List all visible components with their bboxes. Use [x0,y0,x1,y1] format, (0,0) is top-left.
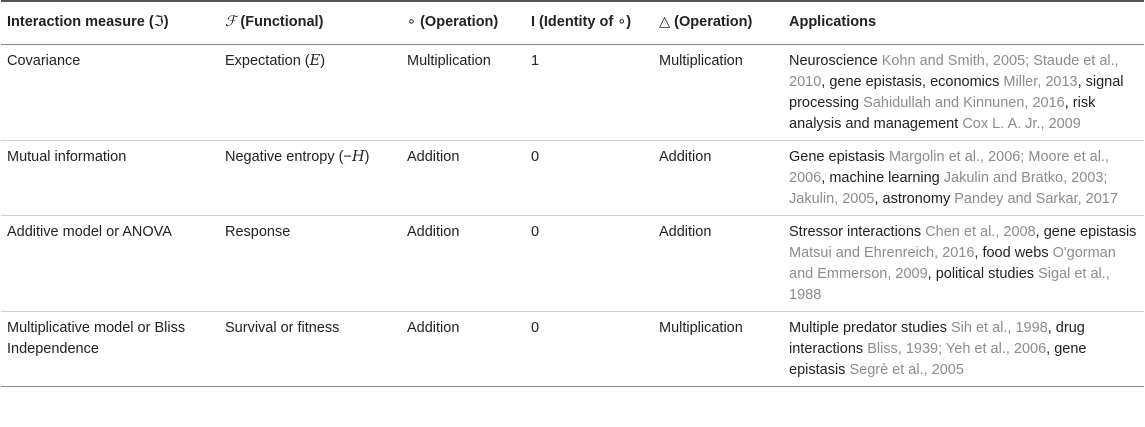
text-fragment: Expectation ( [225,53,310,69]
cell-delta-operation: Multiplication [653,311,783,387]
text-fragment: ) [163,14,169,30]
cell-delta-operation: Addition [653,140,783,216]
header-delta-operation: △ (Operation) [653,1,783,45]
symbol-fragment: △ [659,14,671,30]
table-row: Additive model or ANOVA Response Additio… [1,215,1144,312]
application-text: , political studies [927,266,1039,282]
application-text: Stressor interactions [789,224,926,240]
citation-link[interactable]: Cox L. A. Jr., 2009 [962,116,1081,132]
text-fragment: Applications [789,14,877,30]
header-functional: ℱ (Functional) [219,1,401,45]
text-fragment: ) [320,53,326,69]
symbol-fragment: ∘ [617,14,627,30]
interaction-measures-table: Interaction measure (ℑ) ℱ (Functional) ∘… [1,0,1144,387]
citation-link[interactable]: Miller, 2013 [1003,74,1078,90]
cell-identity: 0 [525,215,653,312]
citation-link[interactable]: Matsui and Ehrenreich, 2016 [789,245,975,261]
table-row: Covariance Expectation (E) Multiplicatio… [1,44,1144,141]
citation-link[interactable]: O'gorman and Emmerson, 2009 [789,245,1116,282]
citation-link[interactable]: Kohn and Smith, 2005; Staude et al., 201… [789,53,1119,90]
cell-functional: Expectation (E) [219,44,401,141]
cell-operation: Multiplication [401,44,525,141]
cell-operation: Addition [401,140,525,216]
header-row: Interaction measure (ℑ) ℱ (Functional) ∘… [1,1,1144,45]
cell-delta-operation: Multiplication [653,44,783,141]
application-text: , risk analysis and management [789,95,1096,132]
cell-functional: Negative entropy (−H) [219,140,401,216]
table-row: Mutual information Negative entropy (−H)… [1,140,1144,216]
header-applications: Applications [783,1,1144,45]
cell-identity: 0 [525,140,653,216]
citation-link[interactable]: Sih et al., 1998 [951,320,1048,336]
application-text: Gene epistasis [789,149,889,165]
text-fragment: Negative entropy (− [225,149,352,165]
text-fragment: I (Identity of [531,14,618,30]
table-row: Multiplicative model or Bliss Independen… [1,311,1144,387]
text-fragment: (Functional) [236,14,324,30]
application-text: Neuroscience [789,53,882,69]
citation-link[interactable]: Chen et al., 2008 [925,224,1036,240]
application-text: , food webs [974,245,1053,261]
cell-applications: Multiple predator studies Sih et al., 19… [783,311,1144,387]
cell-measure: Mutual information [1,140,219,216]
citation-link[interactable]: Margolin et al., 2006; Moore et al., 200… [789,149,1109,186]
citation-link[interactable]: Sigal et al., 1988 [789,266,1110,303]
cell-applications: Gene epistasis Margolin et al., 2006; Mo… [783,140,1144,216]
application-text: Multiple predator studies [789,320,951,336]
header-operation: ∘ (Operation) [401,1,525,45]
symbol-fragment: E [309,53,321,69]
header-interaction-measure: Interaction measure (ℑ) [1,1,219,45]
cell-measure: Covariance [1,44,219,141]
table-body: Covariance Expectation (E) Multiplicatio… [1,44,1144,387]
text-fragment: ) [626,14,632,30]
cell-delta-operation: Addition [653,215,783,312]
text-fragment: Interaction measure ( [7,14,154,30]
cell-identity: 0 [525,311,653,387]
text-fragment: (Operation) [670,14,753,30]
cell-identity: 1 [525,44,653,141]
symbol-fragment: ∘ [407,14,417,30]
cell-applications: Neuroscience Kohn and Smith, 2005; Staud… [783,44,1144,141]
cell-measure: Additive model or ANOVA [1,215,219,312]
application-text: , drug interactions [789,320,1085,357]
application-text: , astronomy [874,191,955,207]
application-text: , gene epistasis [1035,224,1137,240]
application-text: , signal processing [789,74,1124,111]
application-text: , gene epistasis [789,341,1087,378]
text-fragment: Survival or fitness [225,320,340,336]
text-fragment: Response [225,224,291,240]
citation-link[interactable]: Jakulin and Bratko, 2003; Jakulin, 2005 [789,170,1108,207]
citation-link[interactable]: Sahidullah and Kinnunen, 2016 [863,95,1065,111]
cell-functional: Response [219,215,401,312]
cell-functional: Survival or fitness [219,311,401,387]
symbol-fragment: ℑ [153,14,164,30]
text-fragment: (Operation) [416,14,499,30]
text-fragment: ) [364,149,370,165]
symbol-fragment: H [351,149,365,165]
header-identity: I (Identity of ∘) [525,1,653,45]
cell-measure: Multiplicative model or Bliss Independen… [1,311,219,387]
cell-applications: Stressor interactions Chen et al., 2008,… [783,215,1144,312]
symbol-fragment: ℱ [225,14,237,30]
table-header: Interaction measure (ℑ) ℱ (Functional) ∘… [1,1,1144,45]
citation-link[interactable]: Bliss, 1939; Yeh et al., 2006 [867,341,1047,357]
application-text: , machine learning [821,170,944,186]
citation-link[interactable]: Pandey and Sarkar, 2017 [954,191,1118,207]
citation-link[interactable]: Segrè et al., 2005 [849,362,964,378]
cell-operation: Addition [401,311,525,387]
cell-operation: Addition [401,215,525,312]
application-text: , gene epistasis, economics [821,74,1004,90]
